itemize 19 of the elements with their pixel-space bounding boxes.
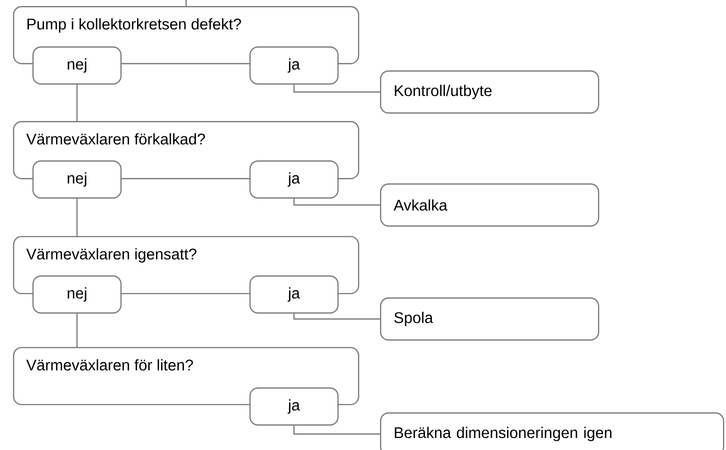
connector-line <box>293 314 380 320</box>
action-box: Kontroll/utbyte <box>380 70 600 114</box>
answer-pill: nej <box>32 46 122 85</box>
connector-line <box>293 84 380 93</box>
answer-pill: nej <box>32 160 122 199</box>
connector-line <box>76 84 78 121</box>
answer-pill: nej <box>32 275 122 314</box>
connector-line <box>76 198 78 236</box>
action-box: Beräkna dimensioneringen igen <box>380 412 724 450</box>
connector-line <box>186 0 187 6</box>
action-box: Spola <box>380 297 600 341</box>
connector-line <box>293 426 380 435</box>
connector-line <box>76 314 78 347</box>
answer-pill: ja <box>249 275 339 314</box>
answer-pill: ja <box>249 387 339 426</box>
answer-pill: ja <box>249 160 339 199</box>
answer-pill: ja <box>249 46 339 85</box>
connector-line <box>293 198 380 206</box>
action-box: Avkalka <box>380 183 600 227</box>
